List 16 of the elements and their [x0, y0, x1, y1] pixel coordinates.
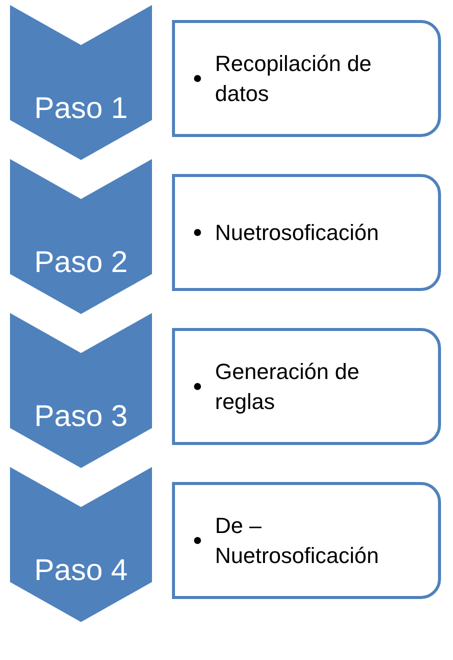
step-description: Recopilación de datos [215, 50, 373, 108]
chevron-step [10, 313, 152, 468]
description-box [172, 174, 441, 291]
step-label: Paso 4 [33, 553, 129, 589]
chevron-step [10, 5, 152, 160]
step-label: Paso 2 [33, 245, 129, 281]
description-box [172, 482, 441, 599]
chevron-step [10, 467, 152, 622]
description-box [172, 20, 441, 137]
step-description: Generación de reglas [215, 358, 360, 416]
chevron-step [10, 159, 152, 314]
step-description: De – Nuetrosoficación [215, 512, 380, 570]
step-description: Nuetrosoficación [215, 218, 380, 246]
step-label: Paso 3 [33, 399, 129, 435]
step-label: Paso 1 [33, 91, 129, 127]
description-box [172, 328, 441, 445]
